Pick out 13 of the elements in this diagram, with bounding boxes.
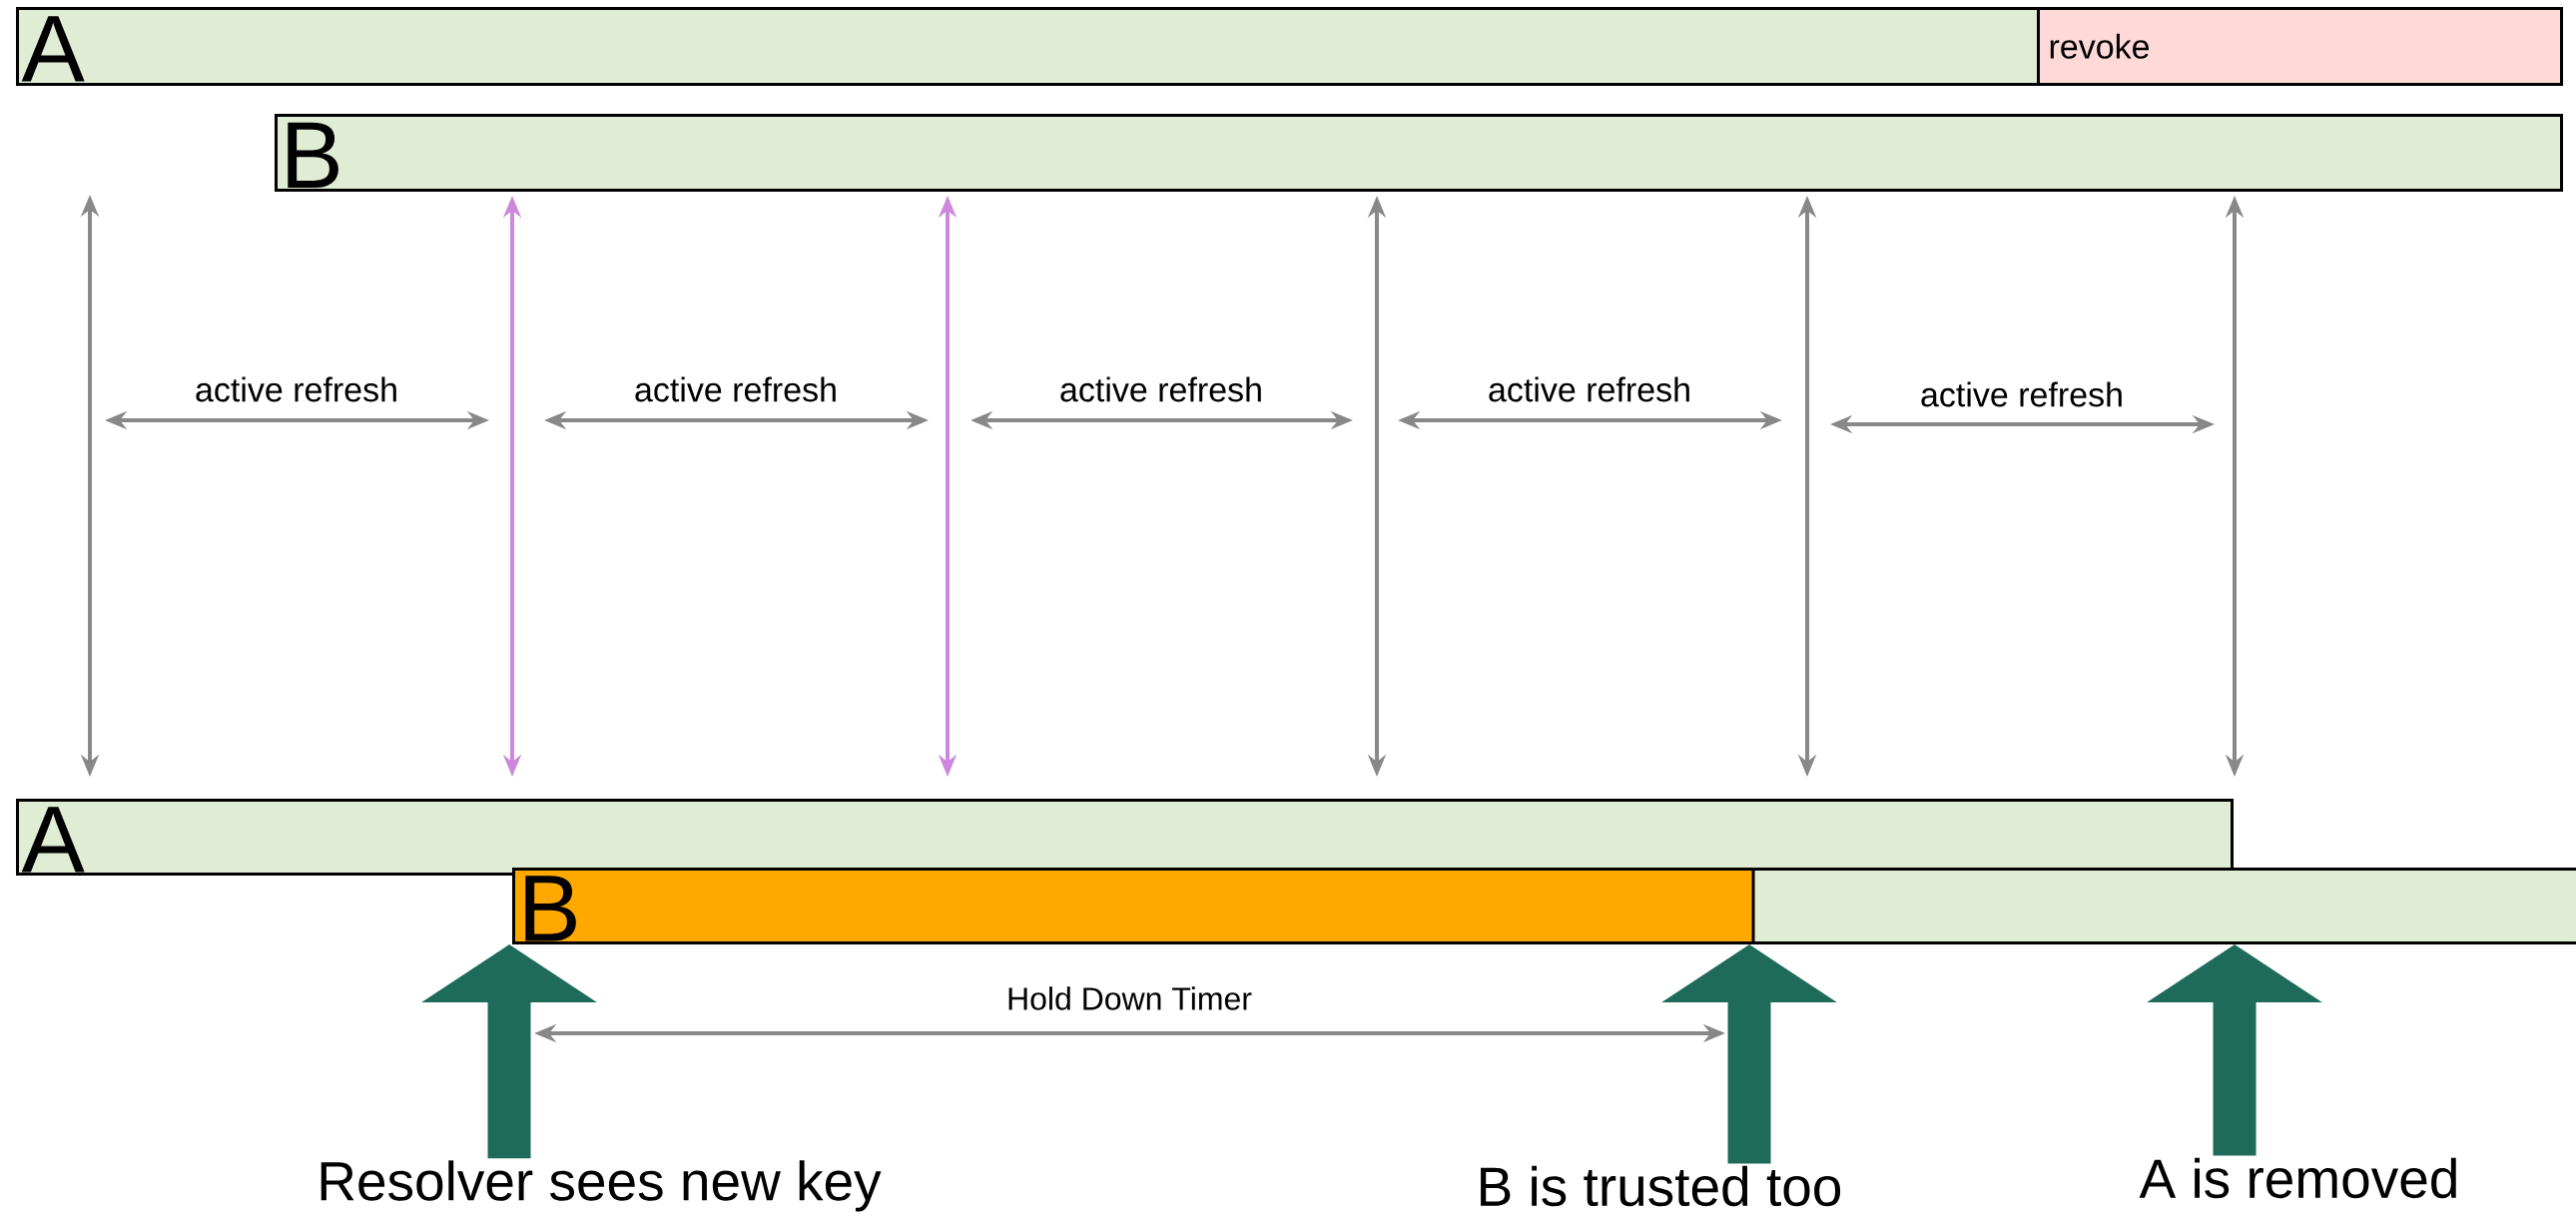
interval-label: Hold Down Timer [1008,986,1252,1010]
interval-label: active refresh [1489,376,1689,402]
key-bar: B [275,114,2563,192]
caption: Resolver sees new key [321,1160,882,1212]
revoke-segment: revoke [2037,7,2563,86]
key-bar: B [512,868,2576,944]
interval-label: active refresh [1921,381,2122,407]
key-bar: A [16,799,2234,876]
caption: A is removed [2139,1157,2456,1199]
interval-label: active refresh [1060,376,1261,402]
interval-label: active refresh [196,376,396,402]
caption: B is trusted too [1481,1165,1841,1207]
interval-label: active refresh [635,376,836,402]
